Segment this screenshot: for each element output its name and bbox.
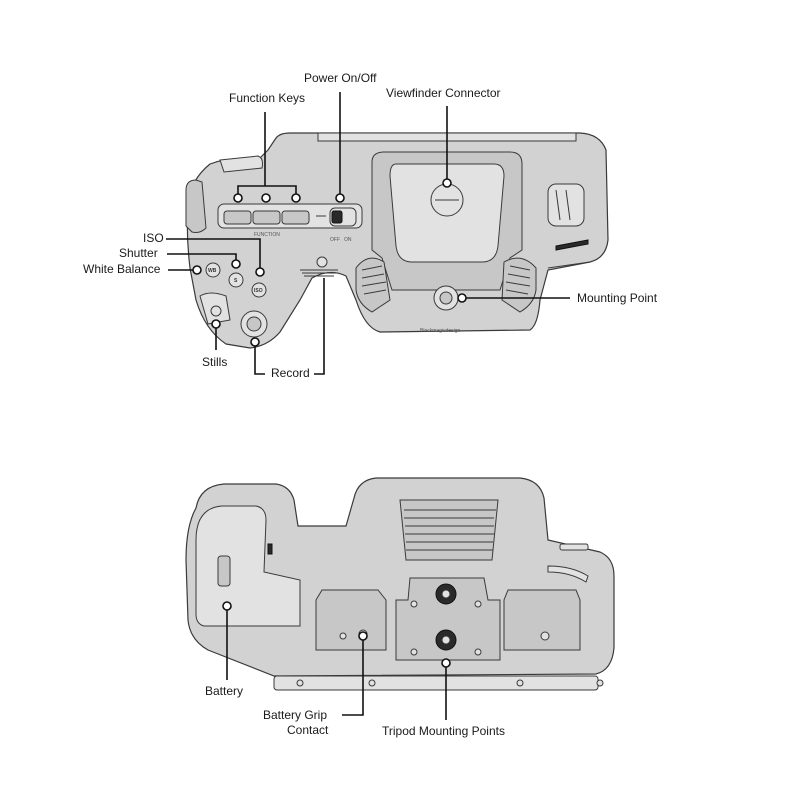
- bottom-rail: [273, 675, 599, 691]
- grip-contact-panel: [315, 589, 387, 651]
- label-grip-contact-2: Contact: [287, 723, 329, 737]
- right-bottom-panel: [503, 589, 581, 651]
- tripod-hole-1-core: [441, 589, 451, 599]
- plate-screw-2: [474, 600, 482, 608]
- label-grip-contact-1: Battery Grip: [263, 708, 327, 722]
- vent-grille: [399, 499, 499, 561]
- label-viewfinder: Viewfinder Connector: [386, 86, 501, 100]
- side-edge: [547, 261, 591, 269]
- shutter-button[interactable]: [228, 272, 244, 288]
- label-tripod: Tripod Mounting Points: [382, 724, 505, 738]
- function-key-2[interactable]: [252, 210, 281, 225]
- dot-power: [335, 193, 345, 203]
- right-side-slot: [555, 239, 589, 251]
- power-on-text: ON: [344, 237, 352, 243]
- battery-pin: [267, 543, 273, 555]
- dot-function-1: [233, 193, 243, 203]
- power-off-text: OFF: [330, 237, 340, 243]
- dot-white-balance: [192, 265, 202, 275]
- label-battery: Battery: [205, 684, 243, 698]
- left-ridge-panel: [355, 257, 391, 313]
- label-shutter: Shutter: [119, 246, 158, 260]
- plate-screw-4: [474, 648, 482, 656]
- tripod-hole-2-core: [441, 635, 451, 645]
- dot-viewfinder: [442, 178, 452, 188]
- battery-latch[interactable]: [217, 555, 231, 587]
- foot-screw-2: [368, 679, 376, 687]
- grip-screw: [339, 632, 347, 640]
- white-balance-button[interactable]: [205, 262, 221, 278]
- foot-screw-3: [516, 679, 524, 687]
- dot-grip-contact: [358, 631, 368, 641]
- grip-top: [185, 179, 207, 233]
- leader-record-left: [254, 344, 265, 375]
- record-button[interactable]: [246, 316, 262, 332]
- leader-grip-contact: [342, 640, 364, 716]
- label-record: Record: [271, 366, 310, 380]
- command-dial: [219, 155, 263, 173]
- tripod-plate: [395, 577, 501, 661]
- power-switch[interactable]: [331, 210, 343, 224]
- iso-button-text: ISO: [254, 288, 263, 294]
- label-function-keys: Function Keys: [229, 91, 305, 105]
- dot-mounting: [457, 293, 467, 303]
- foot-screw-1: [296, 679, 304, 687]
- dot-iso: [255, 267, 265, 277]
- leader-record-right: [314, 278, 325, 375]
- plate-screw-1: [410, 600, 418, 608]
- lug-line-2: [565, 189, 571, 221]
- stills-button[interactable]: [210, 305, 222, 317]
- function-key-1[interactable]: [223, 210, 252, 225]
- small-sensor: [316, 256, 328, 268]
- iso-button[interactable]: [251, 282, 267, 298]
- side-slot: [547, 565, 589, 583]
- plate-screw-3: [410, 648, 418, 656]
- camera-top-view: FUNCTION OFF ON WB S ISO: [185, 132, 609, 349]
- foot-screw-4: [596, 679, 604, 687]
- brand-text: Blackmagicdesign: [420, 328, 461, 334]
- camera-bottom-view: [185, 477, 615, 691]
- dot-battery: [222, 601, 232, 611]
- top-callouts: Power On/Off Function Keys Viewfinder Co…: [83, 71, 658, 380]
- label-stills: Stills: [202, 355, 227, 369]
- label-power: Power On/Off: [304, 71, 377, 85]
- side-label-plate: [559, 543, 589, 551]
- leader-iso: [166, 238, 261, 270]
- label-mounting-point: Mounting Point: [577, 291, 658, 305]
- lug-line-1: [555, 189, 561, 221]
- wb-button-text: WB: [208, 268, 217, 274]
- right-panel-screw: [540, 631, 550, 641]
- dot-stills: [211, 319, 221, 329]
- dot-tripod: [441, 658, 451, 668]
- s-button-text: S: [234, 278, 238, 284]
- leader-function-bracket: [237, 185, 297, 196]
- rear-dial: [300, 269, 338, 277]
- function-key-3[interactable]: [281, 210, 310, 225]
- dot-record: [250, 337, 260, 347]
- function-text: FUNCTION: [254, 232, 280, 238]
- label-iso: ISO: [143, 231, 164, 245]
- bottom-callouts: Battery Battery Grip Contact Tripod Moun…: [205, 601, 505, 738]
- dot-function-3: [291, 193, 301, 203]
- dot-function-2: [261, 193, 271, 203]
- dot-shutter: [231, 259, 241, 269]
- mounting-point: [439, 291, 453, 305]
- battery-door: [195, 505, 301, 627]
- label-white-balance: White Balance: [83, 262, 161, 276]
